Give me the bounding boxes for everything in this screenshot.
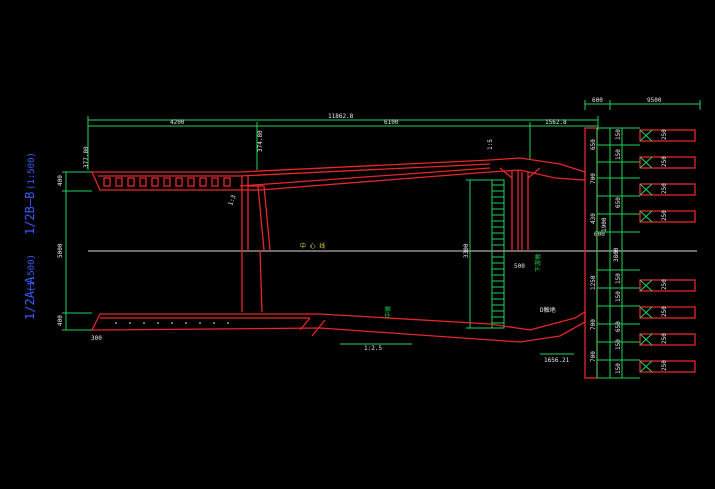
pile-label-1: 250	[661, 156, 668, 167]
annotations: 1:3 1:5 500 600 300 中墩 下游墩 D触地 1:2.5 165…	[91, 139, 605, 364]
pile-label-0: 250	[661, 129, 668, 140]
rdim-11: 150	[615, 339, 622, 350]
pile-label-2: 250	[661, 183, 668, 194]
rdim-2: 700	[590, 173, 597, 184]
dim-total: 11862.8	[328, 113, 354, 120]
upper-slab	[90, 157, 586, 191]
note-slope-25: 1:2.5	[364, 345, 382, 352]
elevation-left: 377.80	[83, 146, 90, 168]
dim-600-mid: 600	[594, 231, 605, 238]
rdim-8: 700	[590, 319, 597, 330]
note-ground: D触地	[540, 306, 556, 314]
dim-1562: 1562.8	[545, 119, 567, 126]
dim-9500-top: 9500	[647, 97, 662, 104]
right-dim-ticks: 1900 3800	[597, 127, 640, 379]
dim-600-top: 600	[592, 97, 603, 104]
dim-400-bottom: 400	[57, 315, 64, 326]
elevation-mid: 374.80	[257, 130, 264, 152]
rdim-6: 1250	[590, 275, 597, 290]
pile-label-3: 250	[661, 210, 668, 221]
piles-lower: 250 250 250 250	[639, 279, 696, 373]
right-wall	[584, 127, 623, 379]
rdim-7: 150	[615, 273, 622, 284]
slope-1-3: 1:3	[227, 194, 237, 207]
note-center-pier: 中墩	[384, 306, 392, 318]
slope-1-5: 1:5	[487, 139, 494, 150]
dim-1900: 1900	[601, 217, 608, 232]
elevation-marks: 377.80 374.80	[83, 130, 264, 168]
rdim-12: 700	[590, 351, 597, 362]
rdim-1: 150	[615, 129, 622, 140]
section-title-aa: 1/2A—A	[23, 276, 37, 320]
dim-5000: 5000	[57, 243, 64, 258]
dim-3800: 3800	[613, 247, 620, 262]
pier-right	[499, 167, 541, 250]
note-downstream-pier: 下游墩	[534, 254, 542, 272]
top-dimension-chain: 11862.8 4200 6100 1562.8	[87, 113, 599, 170]
pile-label-7: 250	[661, 360, 668, 371]
pile-label-6: 250	[661, 333, 668, 344]
rdim-4: 650	[615, 197, 622, 208]
top-right-dimensions: 600 9500	[584, 97, 701, 110]
upper-slab-cells	[103, 177, 231, 187]
dim-6100: 6100	[384, 119, 399, 126]
pile-label-5: 250	[661, 306, 668, 317]
rdim-5: 430	[590, 213, 597, 224]
rdim-13: 150	[615, 363, 622, 374]
section-title-bb: 1/2B—B	[23, 192, 37, 235]
pile-label-4: 250	[661, 279, 668, 290]
section-scale-aa: (1:500)	[27, 254, 37, 292]
dim-3300: 3300	[463, 243, 470, 258]
lower-slab	[90, 310, 586, 343]
dim-1656: 1656.21	[544, 357, 570, 364]
dim-500: 500	[514, 263, 525, 270]
gate-ladder: 3300	[463, 179, 505, 329]
dim-300-bottom: 300	[91, 335, 102, 342]
right-dims-text: 650 150 700 150 650 430 1250 150 700 150…	[590, 129, 622, 374]
left-dimensions: 400 5000 400	[57, 171, 92, 331]
rdim-9: 150	[615, 291, 622, 302]
section-scale-bb: (1:500)	[27, 152, 37, 190]
rdim-10: 650	[615, 321, 622, 332]
rdim-3: 150	[615, 149, 622, 160]
pier-left	[241, 176, 271, 313]
centerline-label: 中 心 线	[300, 242, 325, 250]
dim-400-top: 400	[57, 175, 64, 186]
rdim-0: 650	[590, 139, 597, 150]
lower-slab-dots	[115, 322, 229, 324]
dim-4200: 4200	[170, 119, 185, 126]
piles-upper: 250 250 250 250	[639, 129, 696, 223]
section-titles: 1/2B—B (1:500) 1/2A—A (1:500)	[23, 152, 37, 320]
